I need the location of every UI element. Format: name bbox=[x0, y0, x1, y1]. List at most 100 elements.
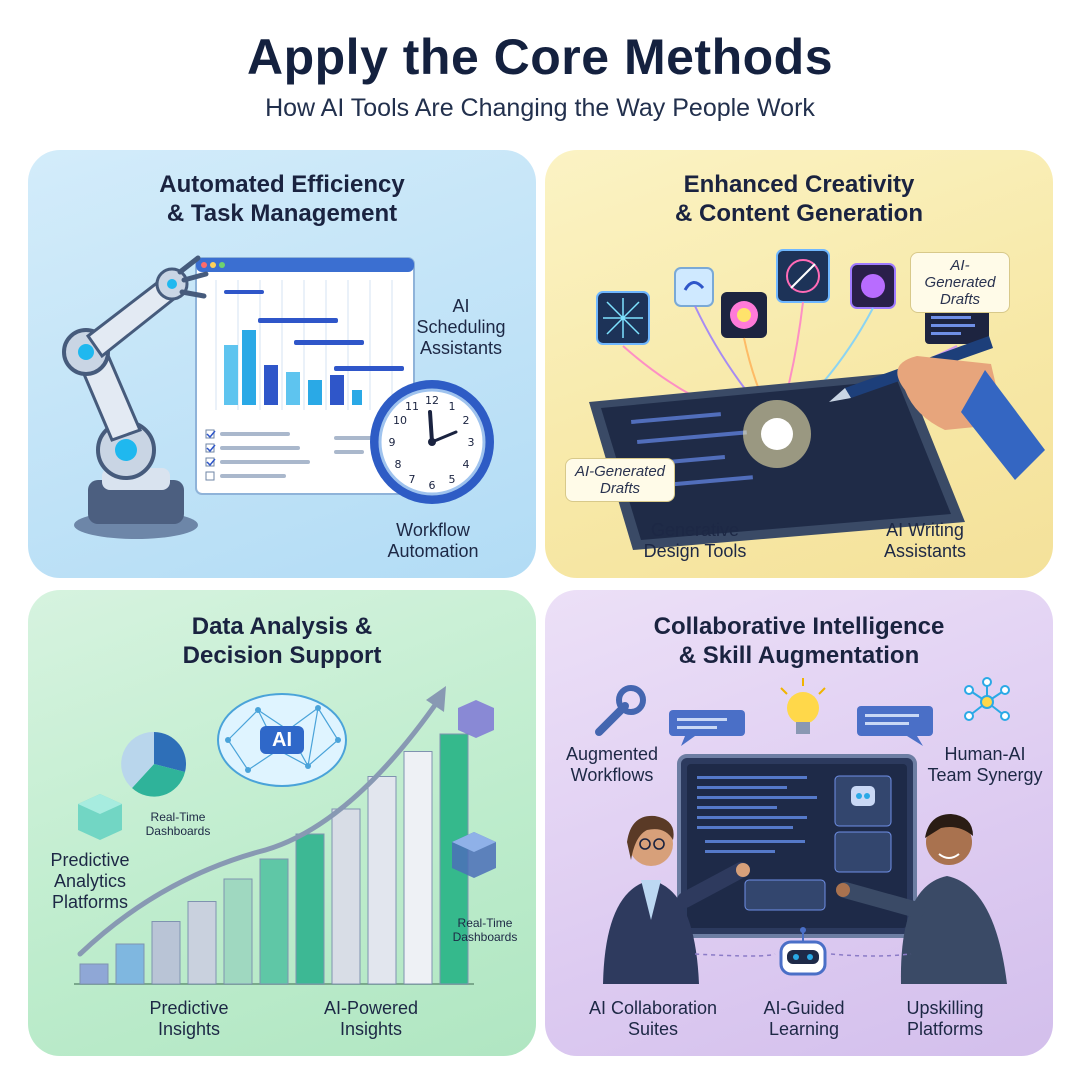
panel-data-analysis: Data Analysis & Decision Support bbox=[28, 590, 536, 1056]
label-line: Learning bbox=[768, 1019, 840, 1039]
panel-enhanced-creativity: Enhanced Creativity & Content Generation bbox=[545, 150, 1053, 578]
growth-bar bbox=[367, 776, 397, 985]
label-line: AI Collaboration bbox=[588, 998, 718, 1018]
svg-text:3: 3 bbox=[468, 436, 475, 449]
label-human-ai-team-synergy: Human-AI Team Synergy bbox=[925, 744, 1045, 786]
panel-title-line1: Collaborative Intelligence bbox=[653, 613, 945, 640]
label-line: Real-Time bbox=[150, 810, 206, 824]
network-icon bbox=[964, 677, 1010, 721]
label-line: Predictive bbox=[149, 998, 229, 1018]
label-line: Predictive bbox=[50, 850, 130, 870]
wrench-icon bbox=[595, 685, 646, 736]
label-line: Generative bbox=[650, 520, 740, 540]
svg-text:4: 4 bbox=[463, 458, 470, 471]
label-line: Upskilling bbox=[906, 998, 984, 1018]
brain-icon bbox=[217, 693, 347, 787]
label-line: Augmented bbox=[565, 744, 659, 764]
label-line: Human-AI bbox=[944, 744, 1026, 764]
panel-title-line2: & Content Generation bbox=[674, 200, 923, 227]
label-upskilling-platforms: Upskilling Platforms bbox=[885, 998, 1005, 1040]
label-ai-collaboration-suites: AI Collaboration Suites bbox=[573, 998, 733, 1040]
robot-icon bbox=[779, 927, 827, 976]
tag-line: Drafts bbox=[939, 291, 980, 308]
svg-text:5: 5 bbox=[449, 473, 456, 486]
label-line: AI-Powered bbox=[323, 998, 419, 1018]
label-line: Platforms bbox=[51, 892, 129, 912]
label-real-time-dashboards-1: Real-Time Dashboards bbox=[128, 810, 228, 838]
label-line: Dashboards bbox=[452, 930, 518, 944]
growth-bar bbox=[259, 858, 289, 985]
collaboration-screen bbox=[677, 754, 917, 938]
svg-text:9: 9 bbox=[389, 436, 396, 449]
label-line: Analytics bbox=[53, 871, 127, 891]
panel-title-line2: Decision Support bbox=[182, 642, 382, 669]
lightbulb-icon bbox=[780, 678, 826, 734]
svg-text:1: 1 bbox=[449, 400, 456, 413]
label-line: Workflow bbox=[396, 520, 470, 540]
tag-line: AI-Generated bbox=[574, 463, 666, 480]
label-augmented-workflows: Augmented Workflows bbox=[557, 744, 667, 786]
tag-line: Drafts bbox=[599, 480, 640, 497]
panel-title-line1: Automated Efficiency bbox=[159, 171, 405, 198]
svg-text:8: 8 bbox=[395, 458, 402, 471]
man-figure bbox=[836, 814, 1007, 984]
label-line: Design Tools bbox=[643, 541, 747, 561]
svg-text:6: 6 bbox=[429, 479, 436, 492]
tag-ai-generated-drafts-top: AI-Generated Drafts bbox=[910, 252, 1010, 313]
tag-ai-generated-drafts-left: AI-Generated Drafts bbox=[565, 458, 675, 502]
label-line: Assistants bbox=[419, 338, 503, 358]
panel-collaborative-intelligence: Collaborative Intelligence & Skill Augme… bbox=[545, 590, 1053, 1056]
label-real-time-dashboards-2: Real-Time Dashboards bbox=[442, 916, 528, 944]
label-line: Assistants bbox=[883, 541, 967, 561]
panel-title-line1: Enhanced Creativity bbox=[683, 171, 915, 198]
panel-title-line1: Data Analysis & bbox=[191, 613, 373, 640]
label-line: Platforms bbox=[906, 1019, 984, 1039]
label-ai-writing-assistants: AI Writing Assistants bbox=[865, 520, 985, 562]
label-ai-powered-insights: AI-Powered Insights bbox=[306, 998, 436, 1040]
label-predictive-insights: Predictive Insights bbox=[124, 998, 254, 1040]
growth-bar bbox=[331, 808, 361, 985]
label-ai-guided-learning: AI-Guided Learning bbox=[749, 998, 859, 1040]
label-line: Workflows bbox=[570, 765, 654, 785]
page-subtitle: How AI Tools Are Changing the Way People… bbox=[265, 94, 815, 122]
chat-bubble-icon bbox=[669, 706, 933, 746]
growth-bar bbox=[223, 878, 253, 985]
label-workflow-automation: Workflow Automation bbox=[378, 520, 488, 562]
label-line: AI bbox=[452, 296, 470, 316]
growth-bar bbox=[187, 901, 217, 985]
growth-bar bbox=[403, 751, 433, 985]
brain-ai-label: AI bbox=[272, 729, 292, 751]
label-line: AI Writing bbox=[886, 520, 964, 540]
label-line: AI-Guided bbox=[763, 998, 845, 1018]
page-title: Apply the Core Methods bbox=[246, 29, 834, 85]
panel-automated-efficiency: Automated Efficiency & Task Management bbox=[28, 150, 536, 578]
label-line: Real-Time bbox=[457, 916, 513, 930]
panel-title-line2: & Skill Augmentation bbox=[678, 642, 920, 669]
growth-bar bbox=[115, 943, 145, 985]
robot-arm-icon bbox=[62, 255, 209, 539]
label-line: Team Synergy bbox=[927, 765, 1043, 785]
svg-text:12: 12 bbox=[425, 394, 439, 407]
label-line: Insights bbox=[157, 1019, 221, 1039]
label-predictive-analytics-platforms: Predictive Analytics Platforms bbox=[36, 850, 144, 913]
svg-text:11: 11 bbox=[405, 400, 419, 413]
label-ai-scheduling: AI Scheduling Assistants bbox=[406, 296, 516, 359]
tablet-icon bbox=[589, 372, 965, 550]
panel-title-line2: & Task Management bbox=[166, 200, 398, 227]
pie-chart-icon bbox=[121, 731, 187, 797]
label-line: Suites bbox=[627, 1019, 679, 1039]
cube-icon bbox=[78, 700, 496, 878]
svg-text:2: 2 bbox=[463, 414, 470, 427]
growth-bar bbox=[151, 921, 181, 985]
woman-figure bbox=[603, 815, 750, 984]
svg-text:10: 10 bbox=[393, 414, 407, 427]
growth-bar bbox=[79, 963, 109, 985]
label-line: Insights bbox=[339, 1019, 403, 1039]
tag-line: AI-Generated bbox=[924, 257, 996, 291]
label-line: Scheduling bbox=[416, 317, 506, 337]
svg-text:7: 7 bbox=[409, 473, 416, 486]
growth-bar bbox=[295, 833, 325, 985]
growth-bar-chart bbox=[74, 686, 496, 985]
label-line: Dashboards bbox=[145, 824, 211, 838]
